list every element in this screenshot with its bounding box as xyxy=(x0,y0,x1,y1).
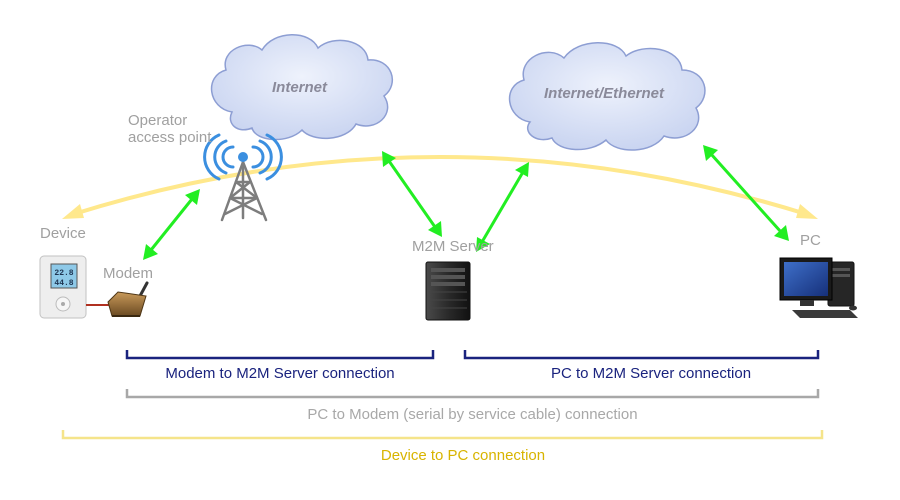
cloud-icon xyxy=(210,34,394,141)
device-label: Device xyxy=(40,225,86,242)
device-to-pc-label: Device to PC connection xyxy=(380,447,546,464)
device-display-line-1: 22.8 xyxy=(54,269,73,278)
pc-label: PC xyxy=(800,232,821,249)
device-to-pc-arc xyxy=(62,155,818,219)
arrow-modem-tower xyxy=(143,189,200,260)
device-display-line-2: 44.8 xyxy=(54,279,73,288)
antenna-tower-icon xyxy=(203,133,283,222)
modem-icon xyxy=(107,281,149,317)
operator-access-point-label-line2: access point xyxy=(128,129,212,146)
datalogger-icon xyxy=(39,255,87,319)
m2m-server-label: M2M Server xyxy=(412,238,494,255)
cloud-icon xyxy=(508,42,706,151)
internet-ethernet-cloud-label: Internet/Ethernet xyxy=(544,85,665,102)
operator-access-point-label-line1: Operator xyxy=(128,112,188,129)
bracket-pc-to-modem xyxy=(125,389,820,399)
internet-cloud-label: Internet xyxy=(272,79,328,96)
arrow-cloud-server xyxy=(382,151,442,237)
operator-access-point-label: Operator access point xyxy=(128,112,211,146)
arrow-cloud-pc xyxy=(703,145,789,241)
modem-label: Modem xyxy=(103,265,154,282)
green-arrows xyxy=(143,145,789,260)
modem-to-m2m-label: Modem to M2M Server connection xyxy=(165,365,395,382)
bracket-modem-to-m2m xyxy=(125,350,435,360)
pc-to-m2m-label: PC to M2M Server connection xyxy=(550,365,752,382)
pc-to-modem-label: PC to Modem (serial by service cable) co… xyxy=(307,406,638,423)
bracket-device-to-pc xyxy=(61,430,824,440)
arrow-server-cloud xyxy=(476,162,529,252)
desktop-pc-icon xyxy=(779,257,858,318)
bracket-pc-to-m2m xyxy=(463,350,820,360)
server-tower-icon xyxy=(425,261,471,321)
